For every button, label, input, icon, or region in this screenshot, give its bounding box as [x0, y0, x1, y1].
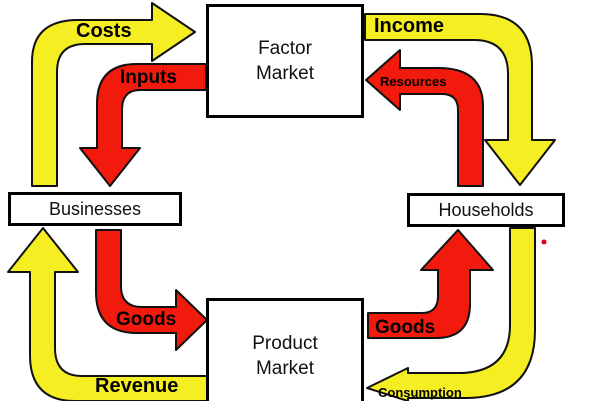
resources-arrow	[365, 49, 484, 187]
goods-left-label: Goods	[116, 309, 177, 330]
red-marker-dot	[541, 239, 547, 245]
inputs-label: Inputs	[120, 67, 177, 88]
product-market-box: Product Market	[206, 298, 364, 401]
revenue-arrow	[7, 227, 209, 401]
income-label: Income	[374, 15, 445, 37]
businesses-label: Businesses	[48, 198, 142, 219]
resources-label: Resources	[380, 74, 447, 89]
households-label: Households	[438, 199, 534, 220]
income-arrow	[364, 13, 556, 186]
consumption-arrow	[366, 227, 536, 401]
product-market-label-line2: Market	[255, 358, 315, 379]
goods-right-arrow	[367, 229, 494, 339]
costs-label: Costs	[76, 20, 132, 42]
revenue-label: Revenue	[95, 375, 179, 397]
factor-market-box: Factor Market	[206, 4, 364, 118]
goods-right-label: Goods	[375, 317, 436, 338]
costs-arrow	[31, 2, 196, 187]
consumption-label: Consumption	[378, 385, 462, 400]
product-market-label-line1: Product	[252, 333, 318, 354]
households-box: Households	[407, 193, 565, 227]
factor-market-label-line1: Factor	[258, 38, 312, 59]
inputs-arrow	[79, 63, 207, 187]
goods-left-arrow	[95, 229, 208, 351]
businesses-box: Businesses	[8, 192, 182, 226]
factor-market-label-line2: Market	[255, 63, 315, 84]
